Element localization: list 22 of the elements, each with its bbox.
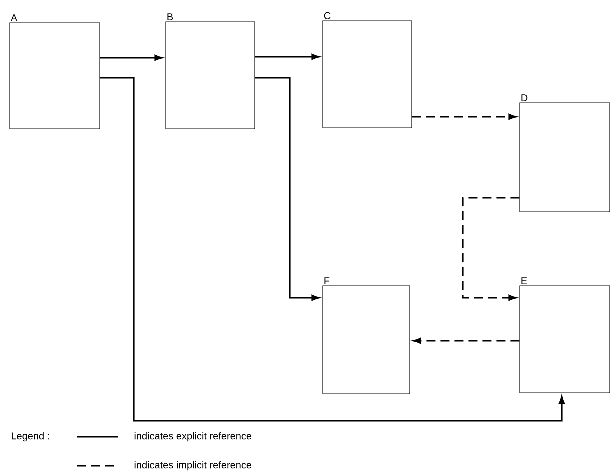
node-label: B [168, 14, 174, 20]
arrow [412, 114, 517, 120]
node-label: E [522, 278, 528, 284]
process-box: E [520, 278, 610, 394]
arrow [255, 54, 320, 60]
node-label: C [324, 12, 331, 20]
node-label: F [324, 278, 330, 284]
process-box: B [166, 14, 256, 130]
legend-text: indicates implicit reference [134, 461, 252, 471]
legend-heading: Legend : [12, 432, 50, 442]
process-box: D [520, 94, 610, 212]
process-box: A [10, 14, 100, 130]
arrow [413, 338, 520, 344]
legend-text: indicates explicit reference [134, 432, 252, 442]
arrow [255, 77, 320, 301]
node-label: A [10, 14, 18, 22]
arrow [100, 77, 565, 422]
arrow [100, 55, 163, 61]
node-label: D [522, 94, 528, 102]
process-box: F [322, 278, 410, 394]
arrow [462, 197, 520, 301]
process-box: C [322, 12, 412, 128]
